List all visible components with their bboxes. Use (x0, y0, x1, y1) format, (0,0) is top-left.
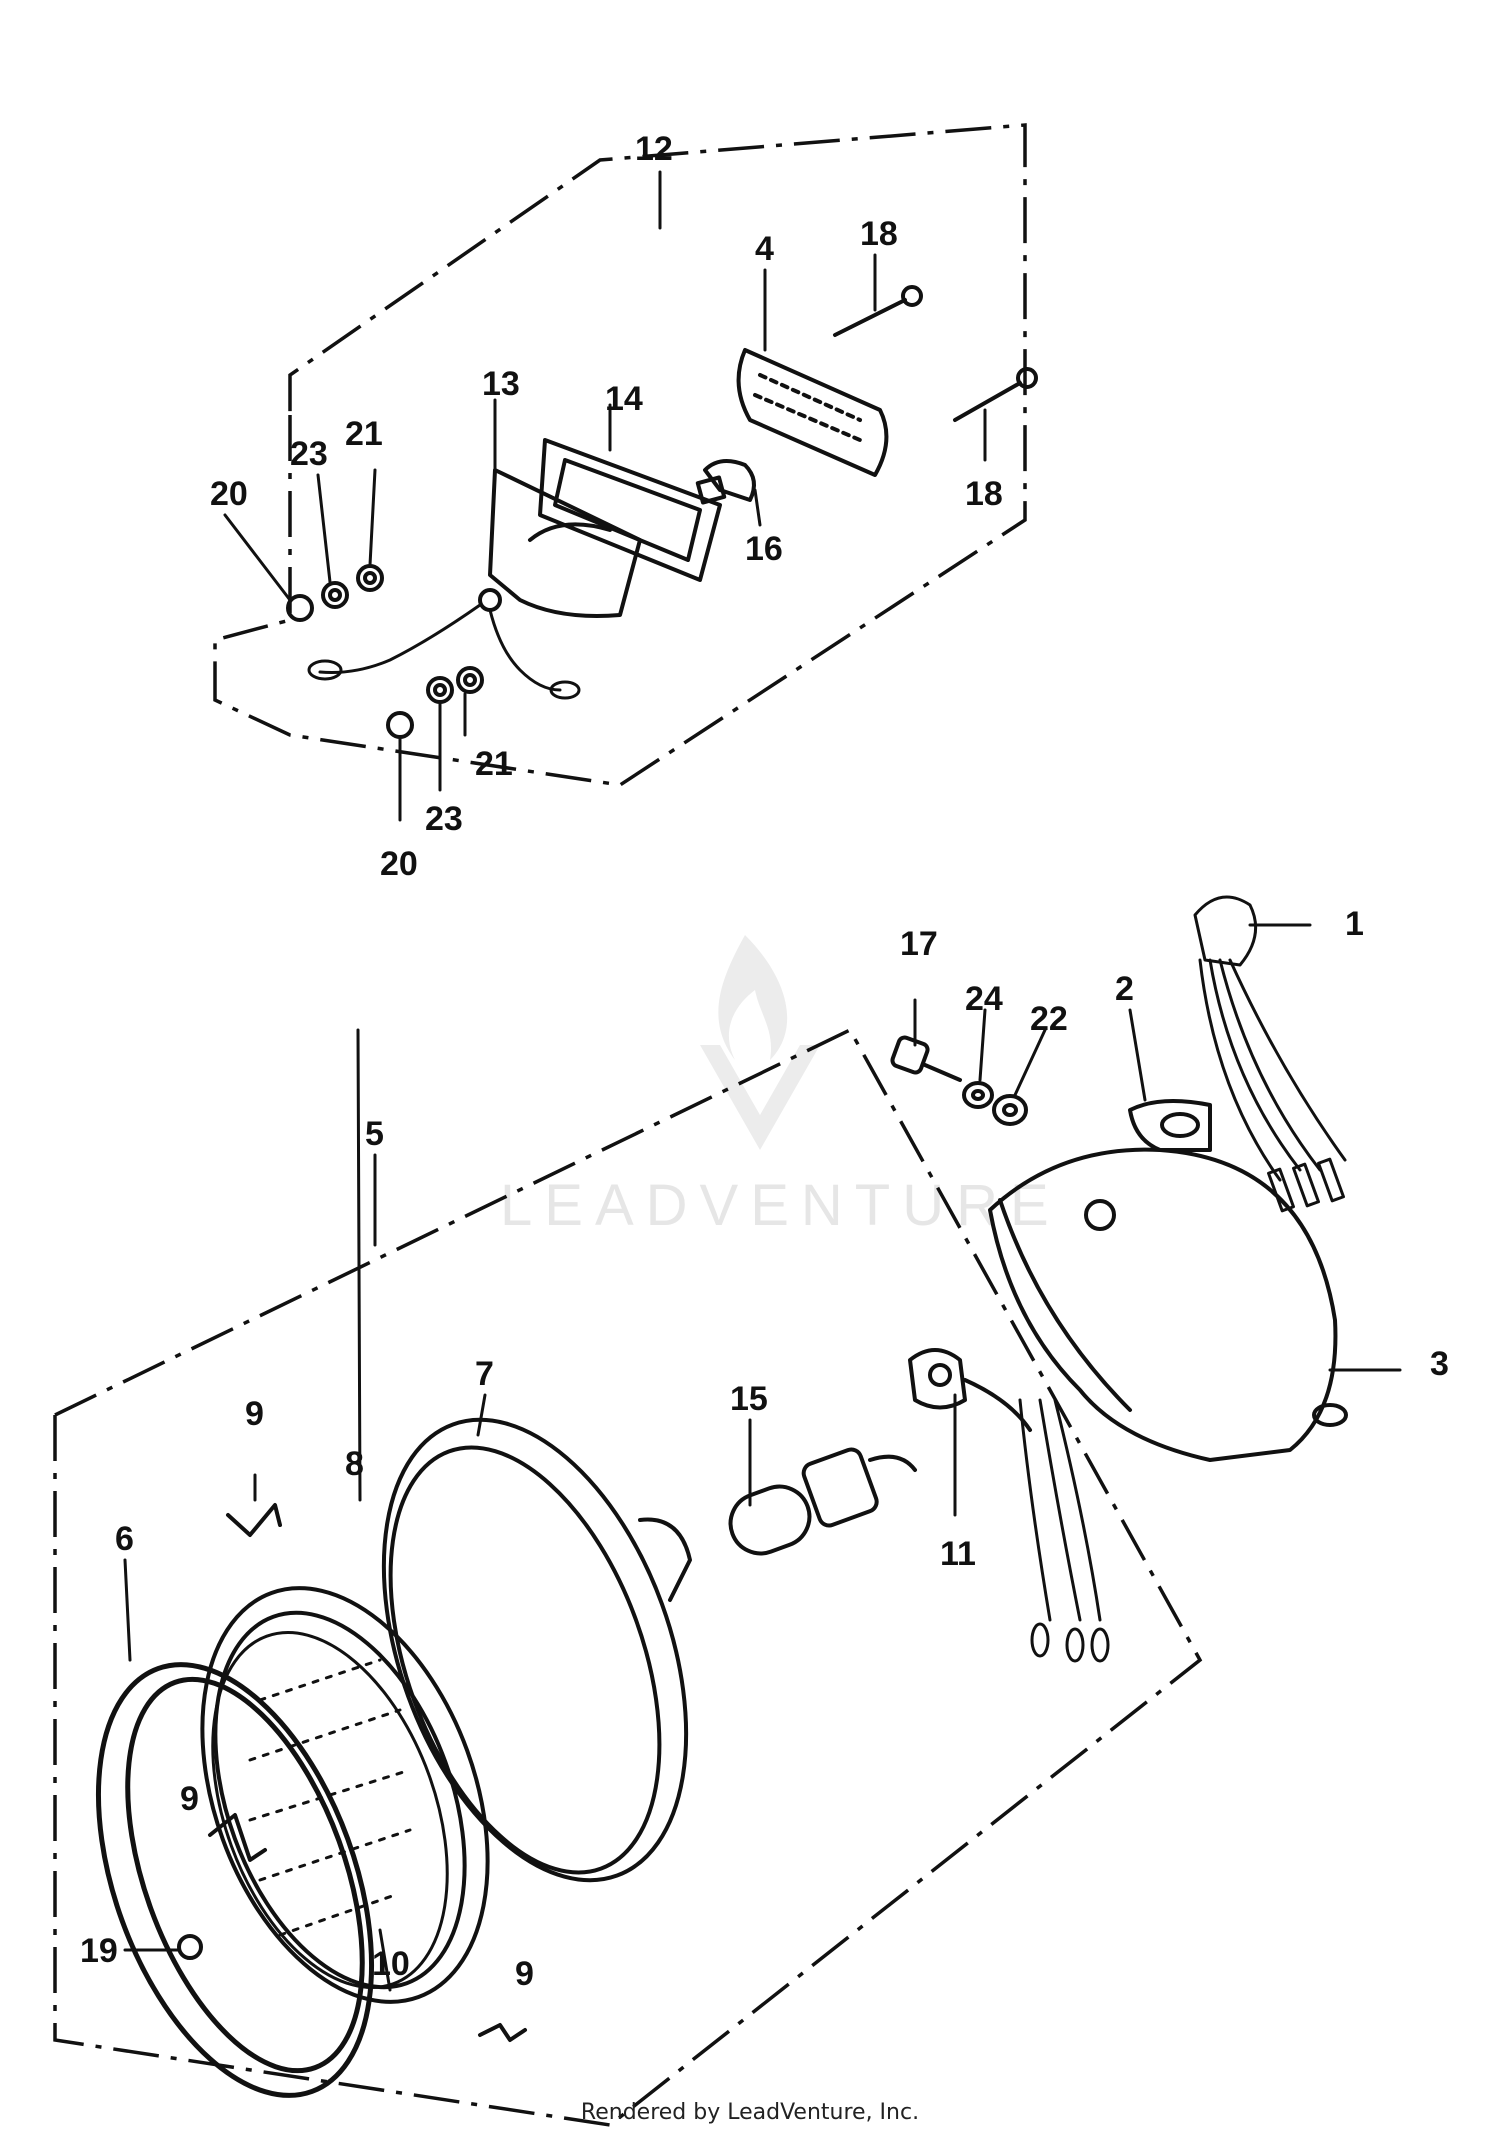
leader-lines (123, 253, 1402, 1992)
callout-16: 16 (745, 530, 783, 568)
part-13-housing (478, 468, 642, 618)
part-9-clips (208, 1503, 527, 2042)
callout-1: 1 (1345, 905, 1364, 943)
callout-22: 22 (1030, 1000, 1068, 1038)
callout-2: 2 (1115, 970, 1134, 1008)
upper-wiring (307, 603, 581, 700)
part-6-outer-rim (95, 1662, 375, 2098)
part-15-bulb (728, 1447, 917, 1556)
callout-15: 15 (730, 1380, 768, 1418)
part-2-bracket (1128, 1099, 1212, 1152)
callout-5: 5 (365, 1115, 384, 1153)
group-12-outline (213, 123, 1027, 787)
callout-20a: 20 (210, 475, 248, 513)
callout-19: 19 (80, 1932, 118, 1970)
part-16-bulb (695, 459, 756, 505)
part-8-rim (200, 1586, 490, 2004)
callout-14: 14 (605, 380, 643, 418)
callout-23a: 23 (290, 435, 328, 473)
watermark: LEADVENTURE (500, 935, 1061, 1238)
part-3-headlight-case (988, 1147, 1348, 1462)
callout-9b: 9 (180, 1780, 199, 1818)
part-7-reflector (381, 1417, 692, 1883)
callout-17: 17 (900, 925, 938, 963)
part-14-gasket (538, 438, 722, 582)
callout-18b: 18 (965, 475, 1003, 513)
callout-9a: 9 (245, 1395, 264, 1433)
callout-4: 4 (755, 230, 774, 268)
callout-21a: 21 (345, 415, 383, 453)
callout-9c: 9 (515, 1955, 534, 1993)
part-22-washer (992, 1094, 1028, 1126)
part-24-washer (962, 1081, 994, 1109)
part-11-bulb-socket (908, 1348, 1032, 1432)
callout-21b: 21 (475, 745, 513, 783)
callout-10: 10 (372, 1945, 410, 1983)
nuts-washers-upper (286, 564, 384, 622)
part-19-screw (177, 1934, 203, 1960)
part-10-lens (211, 1630, 449, 1990)
nuts-washers-lower (386, 666, 484, 739)
part-1-socket-harness (1193, 895, 1347, 1213)
callout-7: 7 (475, 1355, 494, 1393)
callouts: 1 2 3 4 5 6 7 8 9 9 9 10 11 12 13 14 15 … (80, 130, 1449, 1993)
watermark-text: LEADVENTURE (500, 1173, 1061, 1238)
callout-13: 13 (482, 365, 520, 403)
callout-20b: 20 (380, 845, 418, 883)
callout-24: 24 (965, 980, 1003, 1018)
callout-12: 12 (635, 130, 673, 168)
part-18-screw-top (833, 285, 923, 337)
callout-11: 11 (940, 1535, 976, 1573)
part-18-screw-bottom (953, 367, 1038, 422)
flame-v-logo-icon (700, 935, 820, 1150)
group-5-outline (53, 1027, 1203, 2127)
callout-18a: 18 (860, 215, 898, 253)
lower-wiring (1018, 1398, 1110, 1663)
callout-23b: 23 (425, 800, 463, 838)
callout-3: 3 (1430, 1345, 1449, 1383)
part-17-bolt (890, 1035, 962, 1082)
part-4-lens (736, 348, 889, 477)
footer-credit: Rendered by LeadVenture, Inc. (580, 2100, 920, 2125)
callout-8: 8 (345, 1445, 364, 1483)
callout-6: 6 (115, 1520, 134, 1558)
